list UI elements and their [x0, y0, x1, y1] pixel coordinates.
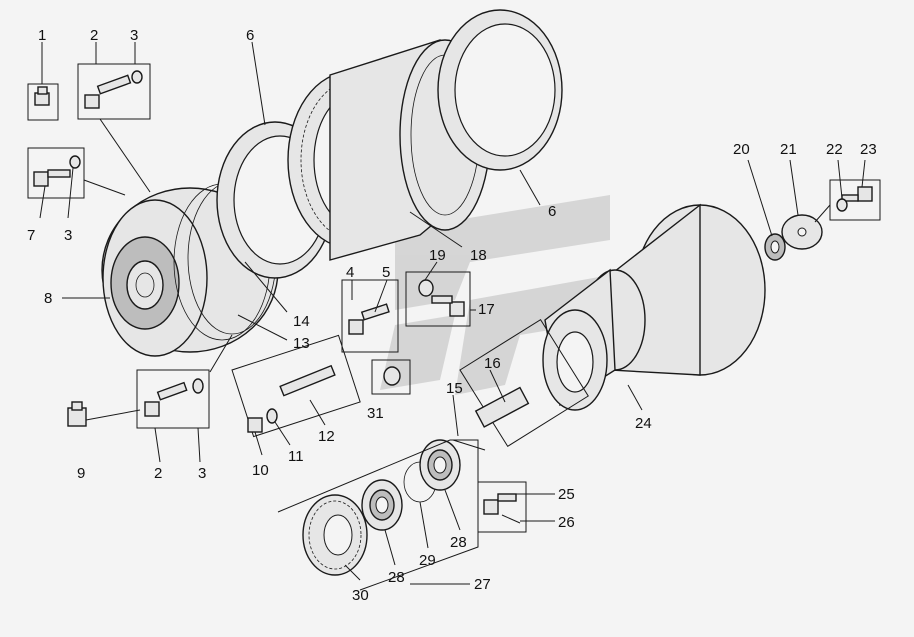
- seal-part-20: [764, 233, 786, 261]
- label-29: 29: [419, 552, 436, 569]
- washer-part-21: [781, 214, 823, 250]
- washer-part-31: [383, 366, 401, 386]
- hub-part-8: [101, 187, 279, 357]
- washer-part-3-mid: [69, 155, 81, 169]
- box-bolt-4-5: [341, 279, 399, 353]
- bolt-part-17: [431, 295, 465, 317]
- box-pin-10-11-12: [231, 334, 361, 438]
- label-6-right: 6: [548, 203, 556, 220]
- pin-part-26: [501, 514, 521, 524]
- bracket-group-27: [277, 439, 479, 591]
- label-17: 17: [478, 301, 495, 318]
- leader-lines: [39, 41, 866, 581]
- box-bolt-7-3: [27, 147, 85, 199]
- box-fitting-1: [27, 83, 59, 121]
- fitting-part-1: [34, 86, 50, 106]
- washer-part-11: [266, 408, 278, 424]
- label-7: 7: [27, 227, 35, 244]
- label-3-top: 3: [130, 27, 138, 44]
- washer-part-3-top: [131, 70, 143, 84]
- pin-part-15: [452, 439, 486, 451]
- label-3-bottom: 3: [198, 465, 206, 482]
- label-5: 5: [382, 264, 390, 281]
- label-19: 19: [429, 247, 446, 264]
- label-13: 13: [293, 335, 310, 352]
- bearing-part-28-right: [419, 439, 461, 491]
- label-2-bottom: 2: [154, 465, 162, 482]
- label-20: 20: [733, 141, 750, 158]
- part-labels: 1 2 3 6 7 3 8 4 5 19 17 18 6 14 13 31 9 …: [27, 27, 877, 604]
- label-3-mid: 3: [64, 227, 72, 244]
- bolt-part-2-bottom: [144, 381, 188, 417]
- label-8: 8: [44, 290, 52, 307]
- label-12: 12: [318, 428, 335, 445]
- bolt-part-4-5: [348, 303, 390, 335]
- bolt-part-9: [67, 401, 87, 427]
- box-bolt-22-23: [829, 179, 881, 221]
- label-9: 9: [77, 465, 85, 482]
- label-15: 15: [446, 380, 463, 397]
- bearing-part-28-left: [361, 479, 403, 531]
- box-washer-31: [371, 359, 411, 395]
- washer-part-22: [836, 198, 848, 212]
- stud-part-12: [279, 364, 336, 397]
- label-28-right: 28: [450, 534, 467, 551]
- label-6-left: 6: [246, 27, 254, 44]
- label-11: 11: [288, 448, 304, 465]
- label-14: 14: [293, 313, 310, 330]
- housing-part-24: [542, 203, 766, 411]
- label-10: 10: [252, 462, 269, 479]
- shaft-part-16: [459, 318, 589, 448]
- label-22: 22: [826, 141, 843, 158]
- label-4: 4: [346, 264, 354, 281]
- label-16: 16: [484, 355, 501, 372]
- box-bolt-17-19: [405, 271, 471, 327]
- gear-part-30: [302, 494, 368, 576]
- washer-part-3-bottom: [192, 378, 204, 394]
- bolt-part-7: [33, 169, 71, 187]
- label-2-top: 2: [90, 27, 98, 44]
- label-25: 25: [558, 486, 575, 503]
- label-26: 26: [558, 514, 575, 531]
- label-27: 27: [474, 576, 491, 593]
- bolt-part-23: [841, 186, 873, 202]
- label-18: 18: [470, 247, 487, 264]
- bolt-part-2-top: [84, 74, 132, 109]
- ring-part-6-left: [216, 121, 334, 279]
- box-bolt-2-3-top: [77, 63, 151, 120]
- ring-part-6-right: [437, 9, 563, 171]
- nut-part-10: [247, 417, 263, 433]
- box-bolt-2-3-bottom: [136, 369, 210, 429]
- label-31: 31: [367, 405, 384, 422]
- label-23: 23: [860, 141, 877, 158]
- label-1: 1: [38, 27, 46, 44]
- label-21: 21: [780, 141, 797, 158]
- label-28-left: 28: [388, 569, 405, 586]
- label-30: 30: [352, 587, 369, 604]
- label-24: 24: [635, 415, 652, 432]
- bolt-part-25: [483, 493, 517, 515]
- washer-part-19: [418, 279, 434, 297]
